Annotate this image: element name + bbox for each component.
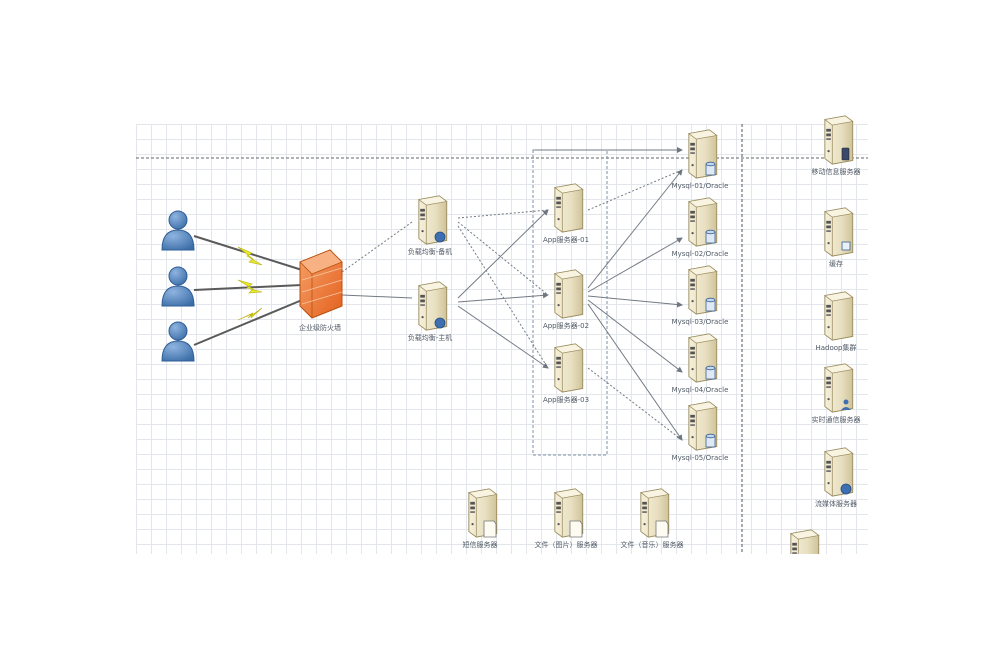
server-label: Mysql-03/Oracle bbox=[672, 318, 729, 326]
database-icon bbox=[705, 433, 716, 448]
user-icon[interactable] bbox=[161, 266, 195, 307]
server-label: App服务器-03 bbox=[543, 395, 589, 404]
user-icon[interactable] bbox=[161, 210, 195, 251]
bottom-mask bbox=[0, 554, 1005, 670]
server-icon[interactable] bbox=[688, 333, 718, 383]
server-icon[interactable] bbox=[640, 488, 670, 538]
document-icon bbox=[569, 520, 583, 538]
cache-icon bbox=[841, 241, 851, 251]
server-icon[interactable] bbox=[824, 291, 854, 341]
person-icon bbox=[843, 399, 849, 405]
server-icon[interactable] bbox=[554, 183, 584, 233]
server-label: Mysql-02/Oracle bbox=[672, 250, 729, 258]
server-icon[interactable] bbox=[418, 195, 448, 245]
server-label: 缓存 bbox=[829, 259, 843, 268]
server-label: 文件（音乐）服务器 bbox=[621, 540, 684, 549]
grid-background bbox=[136, 124, 868, 554]
server-icon[interactable] bbox=[554, 488, 584, 538]
document-icon bbox=[655, 520, 669, 538]
server-icon[interactable] bbox=[824, 207, 854, 257]
globe-icon bbox=[840, 483, 852, 495]
firewall-label: 企业级防火墙 bbox=[299, 323, 341, 332]
server-icon[interactable] bbox=[688, 197, 718, 247]
server-label: App服务器-01 bbox=[543, 235, 589, 244]
server-icon[interactable] bbox=[824, 115, 854, 165]
server-label: Hadoop集群 bbox=[815, 343, 856, 352]
server-label: 负载均衡-备机 bbox=[408, 247, 453, 256]
document-icon bbox=[483, 520, 497, 538]
connection-lines bbox=[193, 147, 683, 441]
server-label: 负载均衡-主机 bbox=[408, 333, 453, 342]
server-icon[interactable] bbox=[688, 129, 718, 179]
server-icon[interactable] bbox=[824, 363, 854, 413]
server-icon[interactable] bbox=[688, 265, 718, 315]
firewall-icon[interactable] bbox=[299, 249, 343, 319]
users-group bbox=[161, 210, 195, 362]
lightning-icon bbox=[237, 307, 263, 321]
server-icon[interactable] bbox=[554, 269, 584, 319]
mobile-icon bbox=[841, 147, 850, 161]
globe-icon bbox=[434, 317, 446, 329]
server-label: 流媒体服务器 bbox=[815, 499, 857, 508]
server-icon[interactable] bbox=[554, 343, 584, 393]
lightning-icon bbox=[237, 279, 263, 294]
server-label: App服务器-02 bbox=[543, 321, 589, 330]
server-icon[interactable] bbox=[418, 281, 448, 331]
server-label: 移动信息服务器 bbox=[812, 167, 861, 176]
database-icon bbox=[705, 161, 716, 176]
lightning-bolts bbox=[237, 246, 263, 321]
user-icon[interactable] bbox=[161, 321, 195, 362]
server-label: Mysql-01/Oracle bbox=[672, 182, 729, 190]
database-icon bbox=[705, 229, 716, 244]
server-label: Mysql-05/Oracle bbox=[672, 454, 729, 462]
frame-lines bbox=[136, 124, 868, 554]
server-label: 实时通信服务器 bbox=[812, 415, 861, 424]
server-icon[interactable] bbox=[468, 488, 498, 538]
server-label: 短信服务器 bbox=[463, 540, 498, 549]
database-icon bbox=[705, 365, 716, 380]
database-icon bbox=[705, 297, 716, 312]
server-label: Mysql-04/Oracle bbox=[672, 386, 729, 394]
globe-icon bbox=[434, 231, 446, 243]
server-icon[interactable] bbox=[824, 447, 854, 497]
server-icon[interactable] bbox=[688, 401, 718, 451]
server-label: 文件（图片）服务器 bbox=[535, 540, 598, 549]
lightning-icon bbox=[237, 246, 263, 266]
